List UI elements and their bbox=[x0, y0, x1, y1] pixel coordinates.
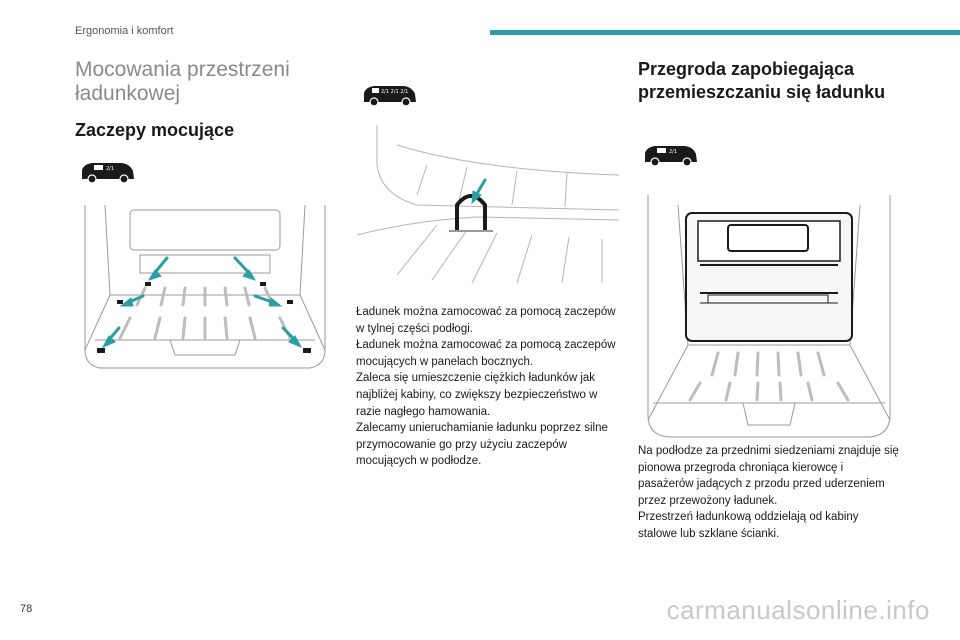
page-number: 78 bbox=[20, 603, 33, 615]
paragraph: Zalecamy unieruchamianie ładunku poprzez… bbox=[356, 422, 608, 468]
watermark: carmanualsonline.info bbox=[666, 595, 930, 625]
header-accent-bar bbox=[490, 30, 960, 35]
running-header: Ergonomia i komfort bbox=[75, 25, 174, 37]
svg-text:2/1: 2/1 bbox=[106, 166, 114, 172]
side-panel-anchor-illustration bbox=[357, 125, 619, 285]
van-icon: 2/1 bbox=[82, 163, 134, 184]
cargo-partition-illustration bbox=[638, 185, 900, 440]
van-icon: 2/1 bbox=[645, 146, 697, 167]
paragraph: Na podłodze za przednimi siedzeniami zna… bbox=[638, 445, 899, 507]
paragraph: Przestrzeń ładunkową oddzielają od kabin… bbox=[638, 511, 859, 540]
van-icon: 2/1 2/1 2/1 bbox=[364, 86, 416, 107]
partition-description: Na podłodze za przednimi siedzeniami zna… bbox=[638, 443, 900, 543]
section-title: Mocowania przestrzeni ładunkowej bbox=[75, 58, 290, 105]
cargo-floor-anchors-illustration bbox=[75, 200, 335, 375]
subsection-title-anchors: Zaczepy mocujące bbox=[75, 120, 235, 140]
paragraph: Ładunek można zamocować za pomocą zaczep… bbox=[356, 339, 616, 368]
anchors-description: Ładunek można zamocować za pomocą zaczep… bbox=[356, 304, 616, 470]
paragraph: Zaleca się umieszczenie ciężkich ładunkó… bbox=[356, 372, 598, 418]
svg-text:2/1 2/1 2/1: 2/1 2/1 2/1 bbox=[381, 89, 408, 95]
svg-text:2/1: 2/1 bbox=[669, 149, 677, 155]
paragraph: Ładunek można zamocować za pomocą zaczep… bbox=[356, 306, 616, 335]
subsection-title-partition: Przegroda zapobiegająca przemieszczaniu … bbox=[638, 59, 886, 102]
